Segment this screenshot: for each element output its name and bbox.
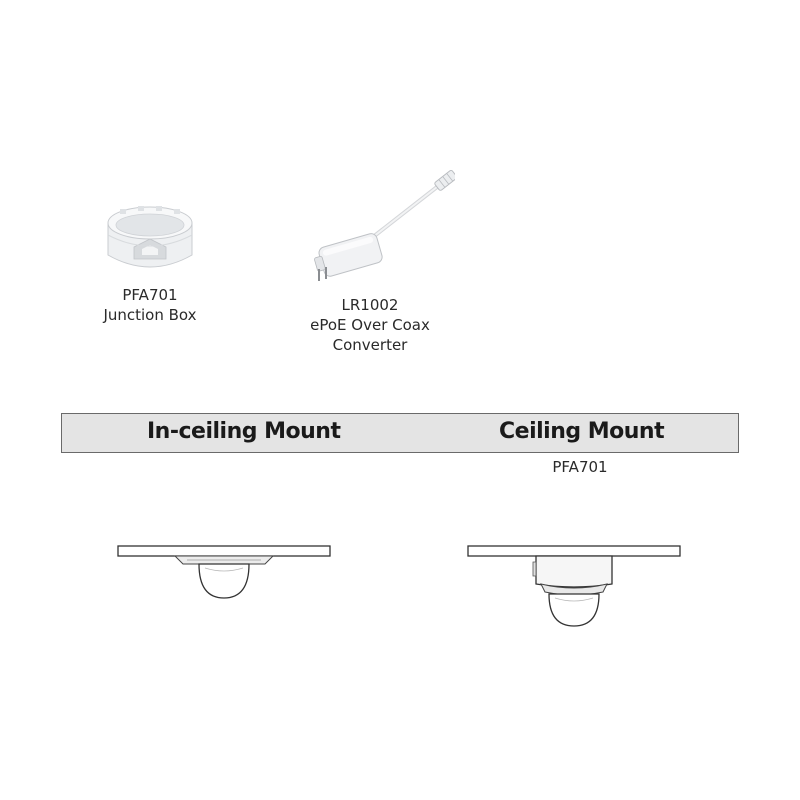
ceiling-mount-diagram — [467, 545, 681, 627]
converter-product: LR1002 ePoE Over Coax Converter — [285, 165, 455, 355]
junction-box-name: Junction Box — [103, 306, 197, 324]
ceiling-mount-title: Ceiling Mount — [499, 419, 665, 444]
junction-box-image — [107, 206, 193, 268]
junction-box-product: PFA701 Junction Box — [70, 195, 230, 325]
in-ceiling-mount-diagram — [117, 545, 331, 599]
converter-model: LR1002 — [341, 296, 399, 314]
mount-type-header-bar: In-ceiling Mount Ceiling Mount — [61, 413, 739, 453]
junction-box-model: PFA701 — [122, 286, 178, 304]
ceiling-mount-accessory-label: PFA701 — [552, 458, 608, 476]
in-ceiling-mount-title: In-ceiling Mount — [147, 419, 341, 444]
converter-name-line2: Converter — [332, 336, 408, 354]
converter-image — [314, 169, 455, 281]
converter-name-line1: ePoE Over Coax — [310, 316, 430, 334]
